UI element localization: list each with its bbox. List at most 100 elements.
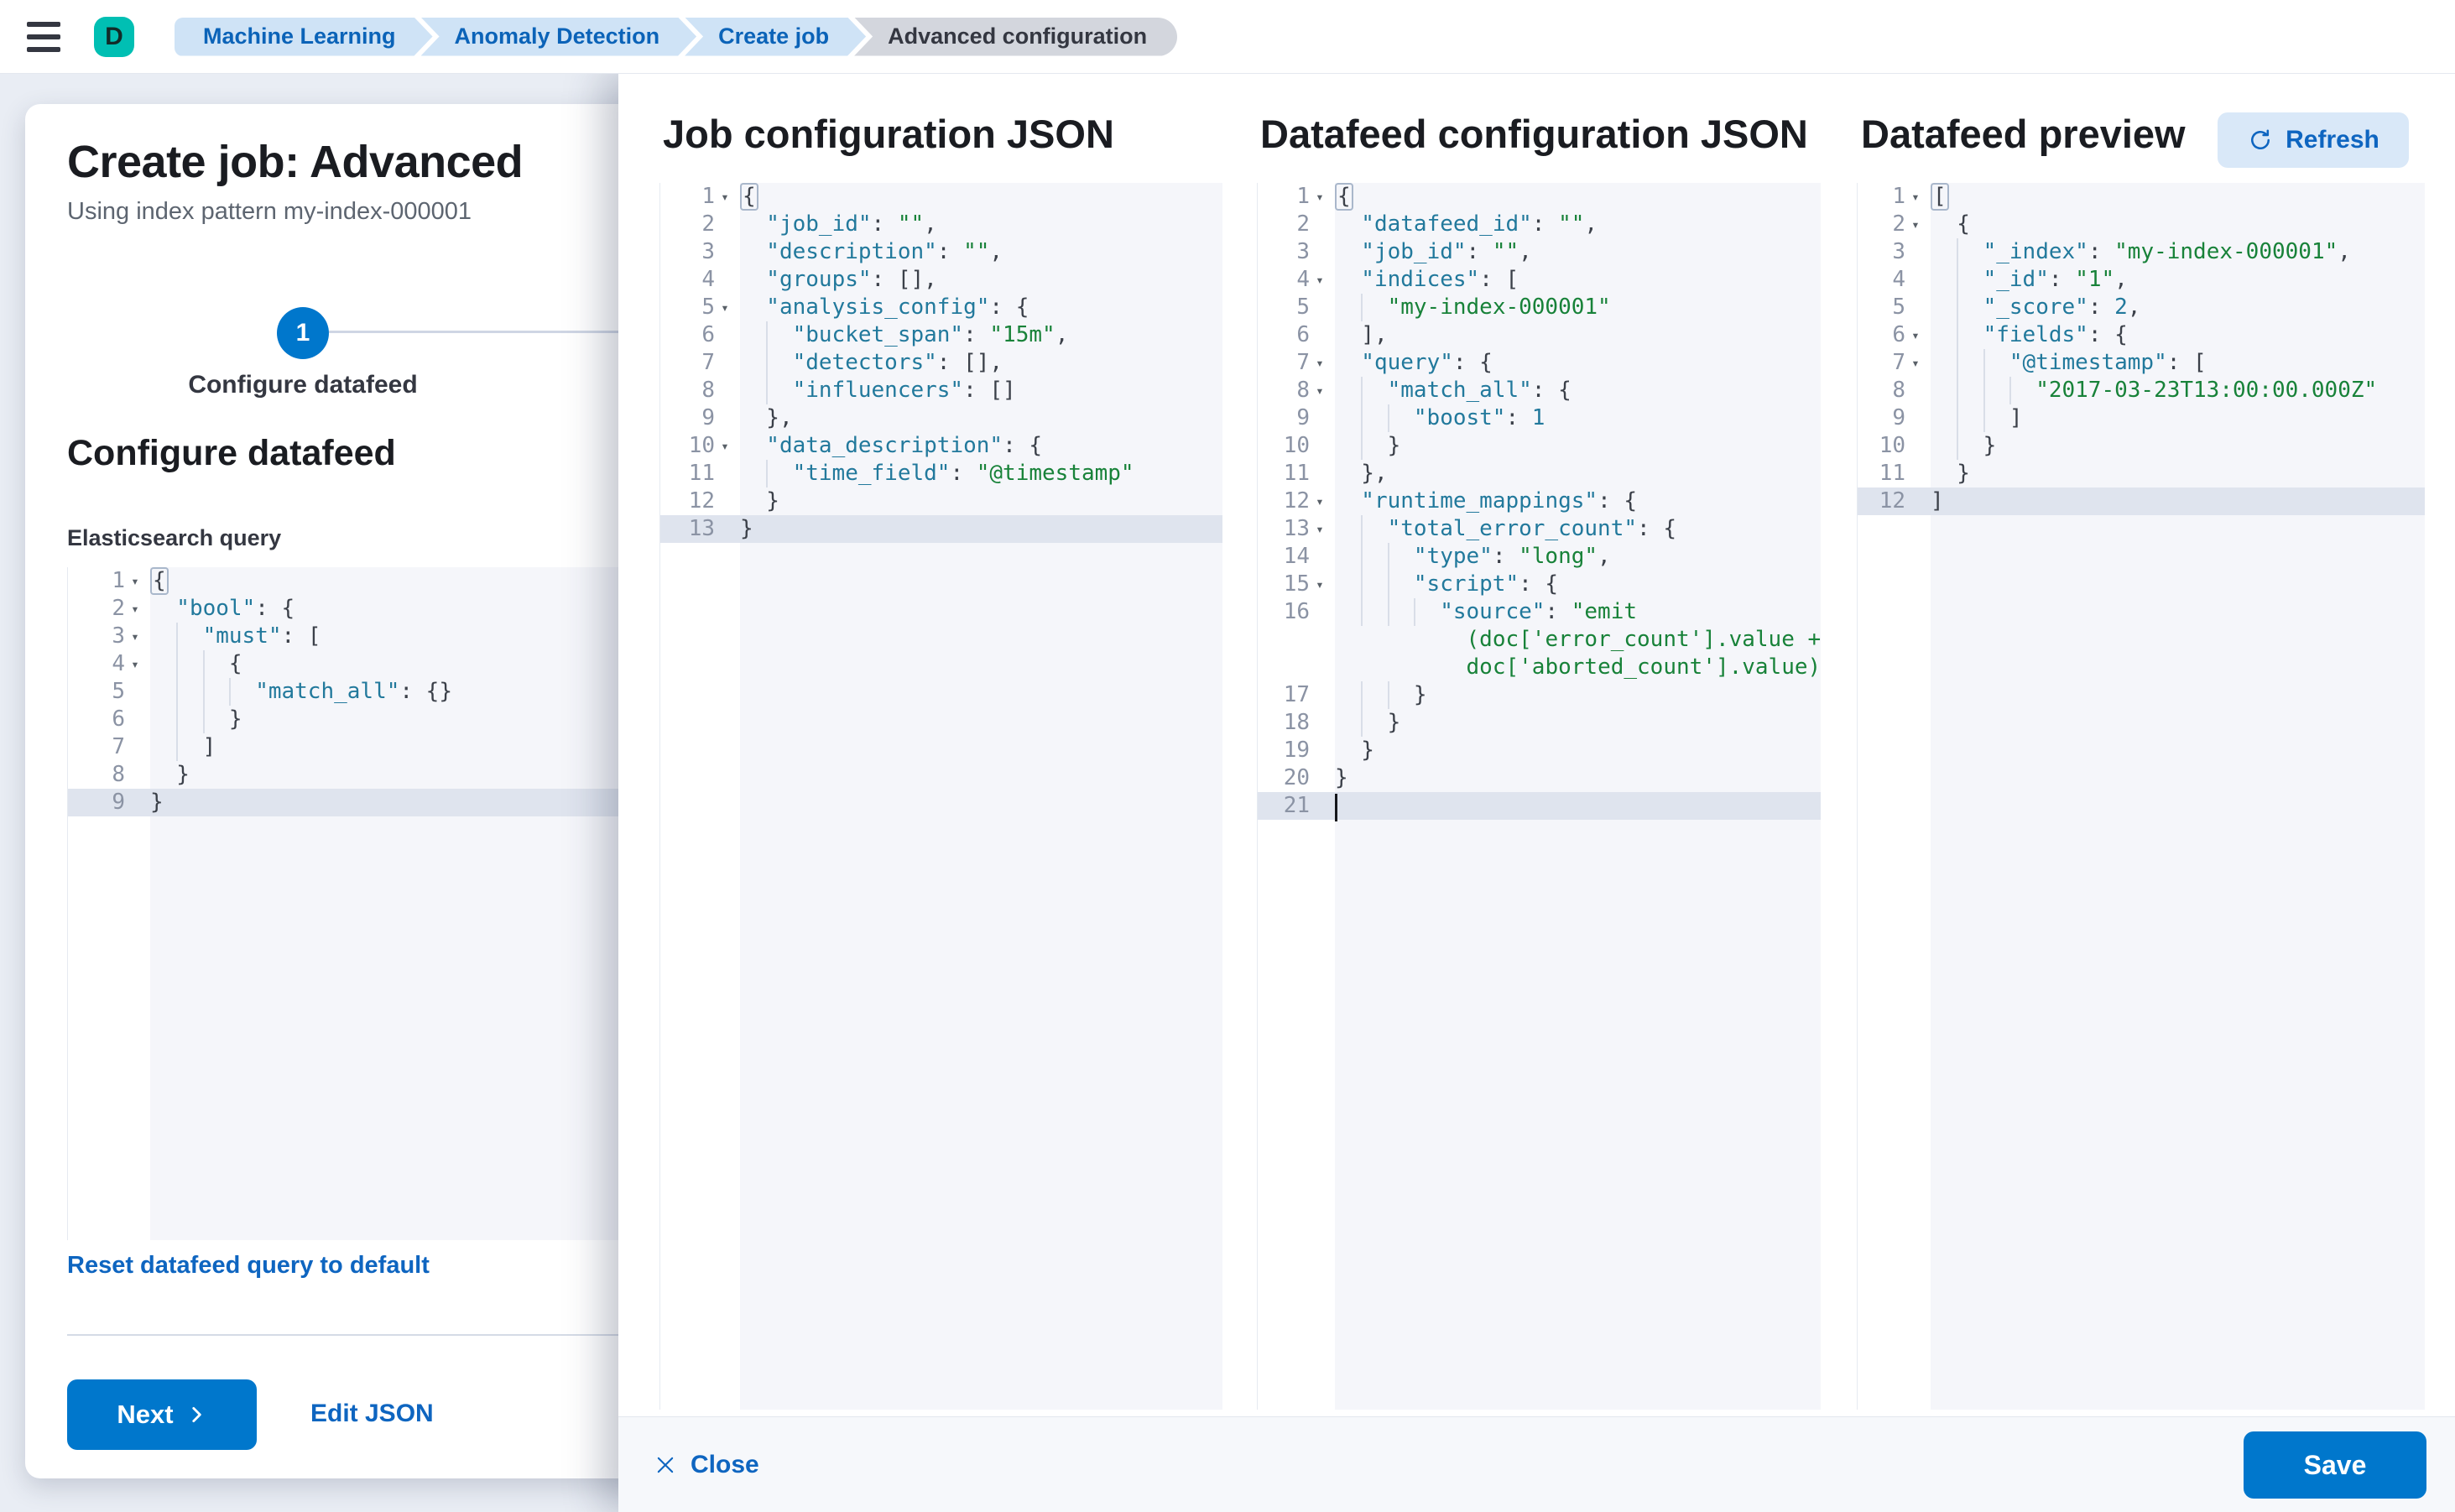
code-line[interactable]: 11} <box>1858 460 2425 487</box>
line-number-gutter[interactable]: 5 <box>112 679 125 704</box>
fold-arrow-icon[interactable]: ▾ <box>1316 272 1324 288</box>
code-line[interactable]: doc['aborted_count'].value)" <box>1258 654 1821 681</box>
code-line[interactable]: 15▾"script": { <box>1258 571 1821 598</box>
line-number-gutter[interactable]: 4 <box>701 267 715 292</box>
code-line[interactable]: 2"datafeed_id": "", <box>1258 211 1821 238</box>
code-line[interactable]: 7▾"query": { <box>1258 349 1821 377</box>
line-number-gutter[interactable]: 5▾ <box>660 294 740 321</box>
fold-arrow-icon[interactable]: ▾ <box>1316 576 1324 592</box>
code-line[interactable]: 4▾{ <box>68 650 638 678</box>
line-number-gutter[interactable]: 2 <box>1296 211 1310 237</box>
reset-datafeed-query-link[interactable]: Reset datafeed query to default <box>67 1252 430 1279</box>
elasticsearch-query-editor[interactable]: 1▾{2▾"bool": {3▾"must": [4▾{5"match_all"… <box>67 567 638 1240</box>
line-number-gutter[interactable]: 6 <box>112 706 125 732</box>
fold-arrow-icon[interactable]: ▾ <box>131 601 139 617</box>
line-number-gutter[interactable] <box>1258 626 1335 654</box>
fold-arrow-icon[interactable]: ▾ <box>721 189 729 205</box>
fold-arrow-icon[interactable]: ▾ <box>721 438 729 454</box>
code-line[interactable]: 3"description": "", <box>660 238 1222 266</box>
code-line[interactable]: 18} <box>1258 709 1821 737</box>
line-number-gutter[interactable]: 9 <box>1296 405 1310 430</box>
line-number-gutter[interactable]: 17 <box>1283 682 1310 707</box>
code-line[interactable]: 13} <box>660 515 1222 543</box>
line-number-gutter[interactable]: 16 <box>1283 599 1310 624</box>
line-number-gutter[interactable]: 9 <box>701 405 715 430</box>
menu-icon[interactable] <box>27 21 60 52</box>
line-number-gutter[interactable]: 7▾ <box>1858 349 1931 377</box>
datafeed-preview-editor[interactable]: 1▾[2▾{3"_index": "my-index-000001",4"_id… <box>1857 183 2425 1410</box>
line-number-gutter[interactable]: 3 <box>1892 239 1905 264</box>
code-line[interactable]: 3"job_id": "", <box>1258 238 1821 266</box>
line-number-gutter[interactable]: 18 <box>1283 710 1310 735</box>
code-line[interactable]: 1▾{ <box>660 183 1222 211</box>
code-line[interactable]: 1▾{ <box>68 567 638 595</box>
line-number-gutter[interactable]: 15▾ <box>1258 571 1335 598</box>
line-number-gutter[interactable]: 8 <box>701 378 715 403</box>
code-line[interactable]: 21 <box>1258 792 1821 821</box>
line-number-gutter[interactable] <box>1258 654 1335 681</box>
code-line[interactable]: 8"2017-03-23T13:00:00.000Z" <box>1858 377 2425 404</box>
code-line[interactable]: 5"my-index-000001" <box>1258 294 1821 321</box>
line-number-gutter[interactable]: 19 <box>1283 738 1310 763</box>
code-line[interactable]: 11"time_field": "@timestamp" <box>660 460 1222 487</box>
line-number-gutter[interactable]: 8 <box>112 762 125 787</box>
code-line[interactable]: 6], <box>1258 321 1821 349</box>
line-number-gutter[interactable]: 12 <box>688 488 715 514</box>
code-line[interactable]: 14"type": "long", <box>1258 543 1821 571</box>
code-line[interactable]: 12} <box>660 487 1222 515</box>
code-line[interactable]: 6▾"fields": { <box>1858 321 2425 349</box>
edit-json-link[interactable]: Edit JSON <box>310 1400 434 1427</box>
code-line[interactable]: 3"_index": "my-index-000001", <box>1858 238 2425 266</box>
code-line[interactable]: 7▾"@timestamp": [ <box>1858 349 2425 377</box>
code-line[interactable]: 2▾{ <box>1858 211 2425 238</box>
line-number-gutter[interactable]: 1▾ <box>1858 183 1931 211</box>
line-number-gutter[interactable]: 8▾ <box>1258 377 1335 404</box>
code-line[interactable]: 8▾"match_all": { <box>1258 377 1821 404</box>
datafeed-config-editor[interactable]: 1▾{2"datafeed_id": "",3"job_id": "",4▾"i… <box>1257 183 1821 1410</box>
code-line[interactable]: 11}, <box>1258 460 1821 487</box>
line-number-gutter[interactable]: 3▾ <box>68 623 150 650</box>
code-line[interactable]: 4"groups": [], <box>660 266 1222 294</box>
fold-arrow-icon[interactable]: ▾ <box>131 656 139 672</box>
fold-arrow-icon[interactable]: ▾ <box>721 300 729 315</box>
fold-arrow-icon[interactable]: ▾ <box>1911 327 1920 343</box>
code-line[interactable]: 10} <box>1858 432 2425 460</box>
close-button[interactable]: Close <box>654 1451 759 1479</box>
code-line[interactable]: 3▾"must": [ <box>68 623 638 650</box>
next-button[interactable]: Next <box>67 1379 257 1450</box>
code-line[interactable]: 5"match_all": {} <box>68 678 638 706</box>
line-number-gutter[interactable]: 4▾ <box>68 650 150 678</box>
code-line[interactable]: 9} <box>68 789 638 816</box>
code-line[interactable]: 5▾"analysis_config": { <box>660 294 1222 321</box>
code-line[interactable]: 8"influencers": [] <box>660 377 1222 404</box>
fold-arrow-icon[interactable]: ▾ <box>1316 189 1324 205</box>
code-line[interactable]: 16"source": "emit <box>1258 598 1821 626</box>
code-line[interactable]: 12] <box>1858 487 2425 515</box>
line-number-gutter[interactable]: 11 <box>1283 461 1310 486</box>
code-line[interactable]: 1▾{ <box>1258 183 1821 211</box>
code-line[interactable]: 8} <box>68 761 638 789</box>
step-1-indicator[interactable]: 1 <box>277 307 329 359</box>
line-number-gutter[interactable]: 11 <box>1879 461 1905 486</box>
line-number-gutter[interactable]: 10▾ <box>660 432 740 460</box>
breadcrumb-item-machine-learning[interactable]: Machine Learning <box>175 18 433 56</box>
line-number-gutter[interactable]: 7 <box>701 350 715 375</box>
code-line[interactable]: 17} <box>1258 681 1821 709</box>
save-button[interactable]: Save <box>2244 1431 2426 1499</box>
code-line[interactable]: 10} <box>1258 432 1821 460</box>
code-line[interactable]: 19} <box>1258 737 1821 764</box>
code-line[interactable]: 4▾"indices": [ <box>1258 266 1821 294</box>
line-number-gutter[interactable]: 2▾ <box>1858 211 1931 238</box>
job-config-editor[interactable]: 1▾{2"job_id": "",3"description": "",4"gr… <box>659 183 1222 1410</box>
line-number-gutter[interactable]: 21 <box>1283 793 1310 818</box>
fold-arrow-icon[interactable]: ▾ <box>131 573 139 589</box>
line-number-gutter[interactable]: 4 <box>1892 267 1905 292</box>
code-line[interactable]: 5"_score": 2, <box>1858 294 2425 321</box>
code-line[interactable]: 6"bucket_span": "15m", <box>660 321 1222 349</box>
line-number-gutter[interactable]: 3 <box>1296 239 1310 264</box>
fold-arrow-icon[interactable]: ▾ <box>1316 355 1324 371</box>
line-number-gutter[interactable]: 10 <box>1879 433 1905 458</box>
line-number-gutter[interactable]: 5 <box>1892 295 1905 320</box>
code-line[interactable]: (doc['error_count'].value + <box>1258 626 1821 654</box>
code-line[interactable]: 9}, <box>660 404 1222 432</box>
